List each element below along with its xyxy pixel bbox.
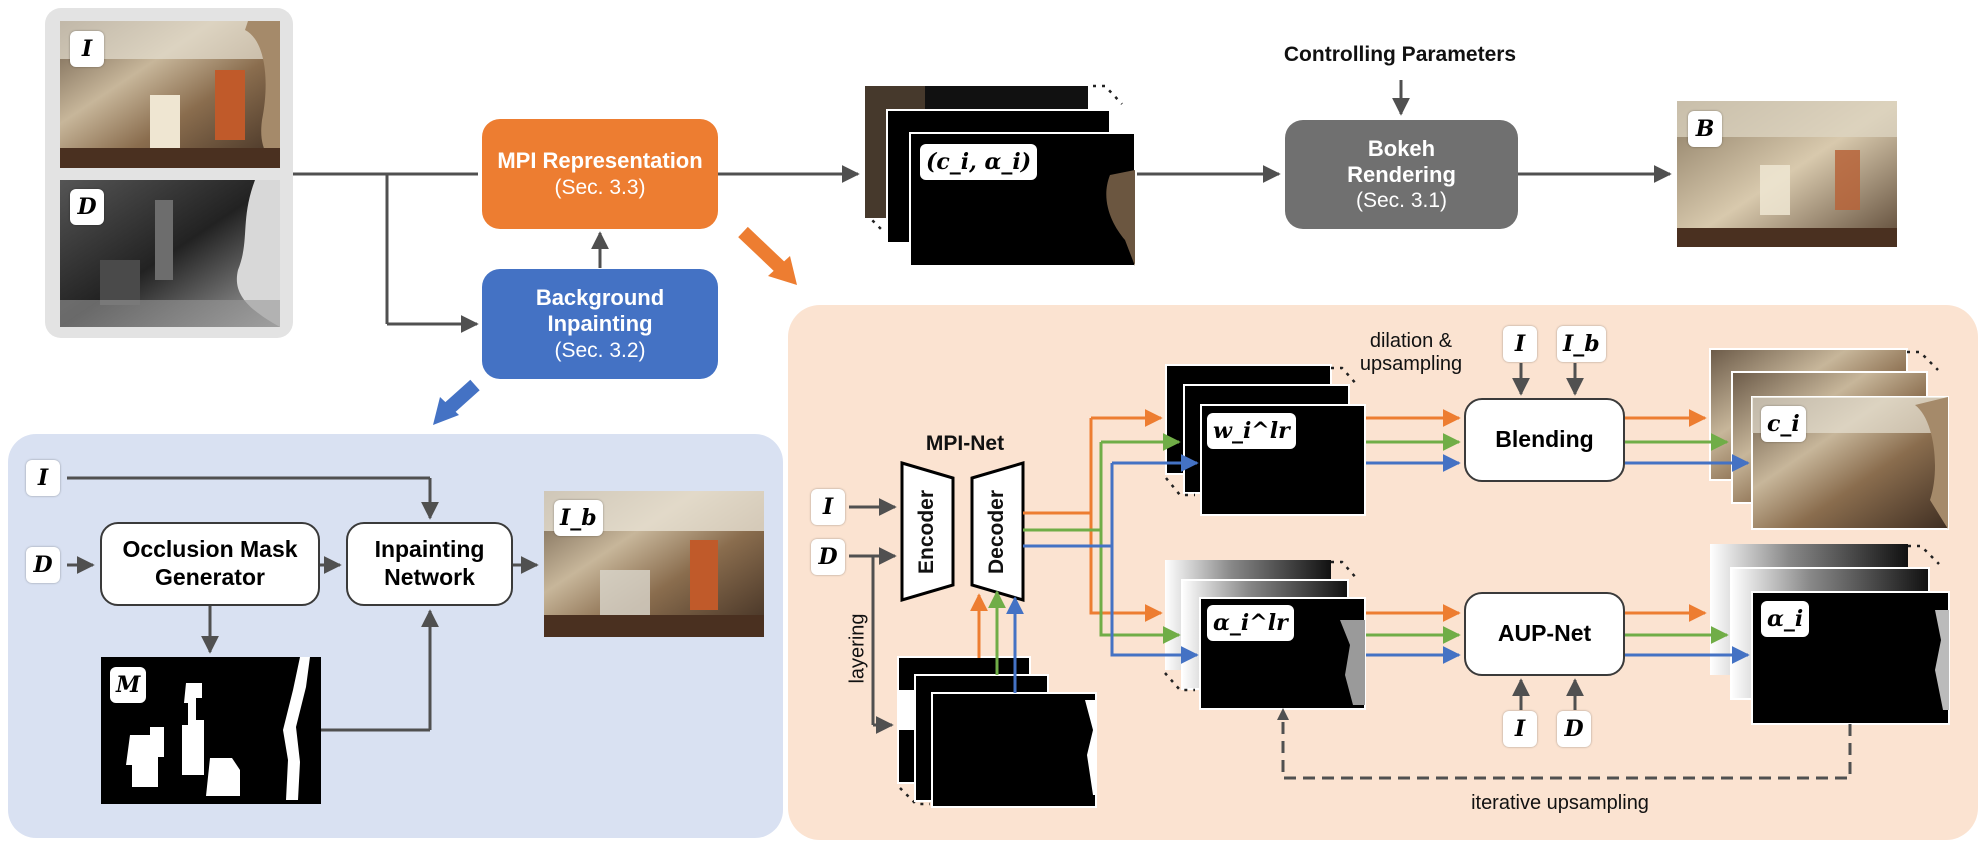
occlusion-mask-generator-box: Occlusion Mask Generator	[100, 522, 320, 606]
mpi-representation-box: MPI Representation (Sec. 3.3)	[482, 119, 718, 229]
encoder-label: Encoder	[915, 489, 938, 575]
decoder-label: Decoder	[985, 489, 1008, 575]
mpi-representation-title: MPI Representation	[497, 148, 703, 174]
flow-arrows	[67, 80, 1672, 734]
background-inpainting-title: Background Inpainting	[535, 285, 665, 337]
full-res-alpha-tag: α_i	[1761, 601, 1810, 637]
bokeh-output-tag: B	[1688, 111, 1722, 147]
input-depth-map	[60, 180, 280, 327]
orange-callout-arrow	[738, 226, 797, 285]
blended-color-tag: c_i	[1761, 406, 1806, 442]
input-depth-tag: D	[70, 189, 104, 225]
rgba-layers-text: (c_i, α_i)	[926, 149, 1032, 175]
blending-box: Blending	[1464, 398, 1625, 482]
weights-to-blending-arrows	[1366, 409, 1461, 472]
decoder-output-arrows	[1023, 409, 1199, 664]
blue-callout-arrow	[433, 379, 480, 425]
aup-net-box: AUP-Net	[1464, 592, 1625, 676]
bokeh-rendering-box: Bokeh Rendering (Sec. 3.1)	[1285, 120, 1518, 229]
iterative-upsampling-loop	[1281, 715, 1852, 780]
layering-to-decoder-arrows	[970, 590, 1024, 693]
input-image-tag: I	[70, 31, 104, 67]
encoder-block	[900, 460, 955, 603]
layering-stack	[897, 656, 1097, 808]
inpainted-background-image	[544, 491, 764, 637]
bokeh-rendering-section: (Sec. 3.1)	[1355, 189, 1448, 213]
inpaint-depth-input-tag: D	[26, 547, 60, 583]
aup-output-arrows	[1625, 604, 1750, 664]
inpainted-background-tag: I_b	[554, 500, 603, 536]
aup-depth-input-tag: D	[1557, 711, 1591, 747]
blend-weights-text: w_i^lr	[1213, 418, 1290, 444]
mpi-representation-section: (Sec. 3.3)	[554, 175, 646, 199]
net-depth-input-tag: D	[811, 539, 845, 575]
aup-net-title: AUP-Net	[1497, 620, 1592, 647]
rgba-layers-tag: (c_i, α_i)	[920, 144, 1038, 180]
iterative-upsampling-label: iterative upsampling	[1471, 792, 1649, 814]
occlusion-mask-tag: M	[110, 667, 147, 703]
background-inpainting-section: (Sec. 3.2)	[554, 338, 646, 362]
occlusion-mask-image	[101, 657, 321, 804]
inpainting-network-box: Inpainting Network	[346, 522, 513, 606]
blending-title: Blending	[1495, 426, 1594, 453]
background-inpainting-box: Background Inpainting (Sec. 3.2)	[482, 269, 718, 379]
blend-image-input-tag: I	[1503, 326, 1537, 362]
low-res-alpha-text: α_i^lr	[1213, 610, 1288, 636]
mpi-net-label: MPI-Net	[925, 432, 1005, 455]
low-res-alpha-tag: α_i^lr	[1207, 605, 1294, 641]
blended-color-stack	[1709, 348, 1949, 530]
occlusion-mask-generator-title: Occlusion Mask Generator	[122, 536, 298, 590]
dilation-upsampling-label: dilation & upsampling	[1359, 330, 1463, 375]
inpainted-background-text: I_b	[560, 505, 597, 531]
inpainting-network-title: Inpainting Network	[374, 536, 485, 590]
full-res-alpha-stack	[1710, 544, 1950, 725]
net-image-input-tag: I	[811, 489, 845, 525]
blended-color-text: c_i	[1767, 411, 1800, 437]
blend-weights-tag: w_i^lr	[1207, 413, 1296, 449]
layering-label: layering	[846, 613, 869, 684]
aup-image-input-tag: I	[1503, 711, 1537, 747]
blending-output-arrows	[1625, 409, 1750, 472]
bokeh-rendering-title: Bokeh Rendering	[1347, 135, 1456, 187]
blend-background-input-text: I_b	[1563, 331, 1600, 357]
blend-background-input-tag: I_b	[1557, 326, 1606, 362]
full-res-alpha-text: α_i	[1767, 606, 1804, 632]
controlling-parameters-label: Controlling Parameters	[1283, 43, 1517, 66]
inpaint-image-input-tag: I	[26, 460, 60, 496]
alpha-to-aup-arrows	[1366, 604, 1461, 664]
